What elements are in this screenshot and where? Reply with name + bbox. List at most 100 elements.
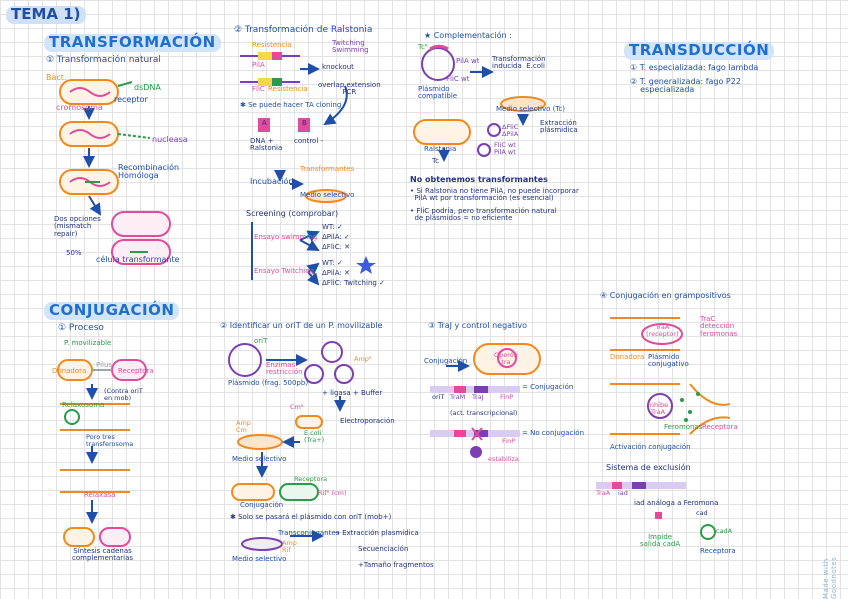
incubation-label: Incubación <box>250 177 294 186</box>
twitching-swimming-label: Twitching Swimming <box>332 39 369 55</box>
traj-label: TraJ <box>472 393 484 401</box>
ralstonia-label: Ralstonia <box>424 145 457 153</box>
transformation-natural-subtitle: ① Transformación natural <box>46 55 161 65</box>
relaxase-label: Relaxasa <box>84 491 116 499</box>
flic-label: FliC <box>252 85 265 93</box>
tra-operon-label: Operón tra <box>494 351 518 366</box>
tc-resistance-label: Tcᴿ <box>418 43 428 51</box>
twitching-wt: WT: ✓ <box>322 259 343 267</box>
only-orit-note: ✱ Solo se pasará el plásmido con oriT (m… <box>230 513 392 521</box>
ralstonia-title: ② Transformación de Ralstonia <box>234 25 373 35</box>
grampositive-title: ④ Conjugación en grampositivos <box>600 291 731 300</box>
twitching-flic: ΔFliC: Twitching ✓ <box>322 279 385 287</box>
conjugative-plasmid-label: Plásmido conjugativo <box>648 353 689 369</box>
cm-resistance-label: Cmᴿ <box>290 403 304 411</box>
receptor-gram-2-label: Receptora <box>700 547 736 555</box>
amp-cm-label: Amp Cm <box>236 419 251 434</box>
two-options-label: Dos opciones (mismatch repair) <box>54 215 101 238</box>
selective-medium-label: Medio selectivo <box>300 191 355 199</box>
dna-ralstonia-label: DNA + Ralstonia <box>250 137 283 153</box>
ta-cloning-note: ✱ Se puede hacer TA cloning <box>240 101 342 109</box>
restriction-enzymes-label: Enzimas restricción <box>266 361 303 377</box>
flic-wt-label: FliC wt <box>446 75 470 83</box>
selective-medium-tc-label: Medio selectivo (Tc) <box>496 105 566 113</box>
mobilizable-plasmid-label: P. movilizable <box>64 339 112 347</box>
finp-label: FinP <box>500 393 514 401</box>
swimming-flic: ΔFliC: ✕ <box>322 243 351 251</box>
pila-label: PilA <box>252 61 265 69</box>
amp-resistance-label: Ampᴿ <box>354 355 372 363</box>
orit-traj-label: oriT <box>432 393 445 401</box>
selective-medium-1-label: Medio selectivo <box>232 455 287 463</box>
transformants-label: Transformantes <box>300 165 355 173</box>
plasmid-extraction-2-label: → Extracción plasmídica <box>334 529 419 537</box>
receptor-strain-label: Receptora <box>294 475 328 483</box>
twitching-assay-label: Ensayo Twitching <box>254 267 315 275</box>
complementation-title: ★ Complementación : <box>424 31 512 40</box>
note-flic: • FliC podría, pero transformación natur… <box>410 207 557 223</box>
rif-resistance-label: Rifᴿ (cm) <box>318 489 347 497</box>
no-conjugation-label: = No conjugación <box>522 429 585 437</box>
iad-analog-label: iad análoga a Feromona <box>634 499 719 507</box>
orit-title: ② Identificar un oriT de un P. movilizab… <box>220 321 383 330</box>
plasmid-fragment-label: Plásmido (frag. 500pb) <box>228 379 309 387</box>
conjugation-label: Conjugación <box>240 501 284 509</box>
trac-label: TraC detección feromonas <box>700 315 738 338</box>
stabilizes-label: estabiliza <box>488 455 519 463</box>
swimming-assay-label: Ensayo swimming <box>254 233 318 241</box>
ralstonia-gene-construct <box>240 52 376 286</box>
conjugation-title: CONJUGACIÓN <box>44 302 180 320</box>
dflic-dpila-label: ΔFliC ΔPilA <box>502 123 519 138</box>
conjugation-traj-label: Conjugación <box>424 357 468 365</box>
transduction-title: TRANSDUCCIÓN <box>624 42 775 60</box>
donor-label: Donadora <box>52 367 87 375</box>
contra-orit-label: (Contra oriT en mob) <box>104 387 143 402</box>
electroporation-label: Electroporación <box>340 417 395 425</box>
synthesis-label: Síntesis cadenas complementarias <box>72 547 134 563</box>
conjugation-process-drawings <box>57 359 147 547</box>
cada-label: cadA <box>716 527 733 535</box>
prevents-cada-label: Impide salida cadA <box>640 533 681 549</box>
orit-drawings <box>228 341 354 551</box>
flic-pila-wt-label: FliC wt PilA wt <box>494 141 516 156</box>
receptor-label: receptor <box>114 95 148 104</box>
inhibits-traa-label: Inhibe TraA <box>648 401 669 416</box>
conjugation-yes-label: = Conjugación <box>522 383 574 391</box>
pheromones-label: Feromonas <box>664 423 703 431</box>
transduction-item-2: ② T. generalizada: fago P22 especializad… <box>630 77 741 95</box>
resistance-bottom-label: Resistencia <box>268 85 308 93</box>
ecoli-label: E.coli (Tra+) <box>304 429 325 444</box>
iad-label: iad <box>618 489 628 497</box>
knockout-label: knockout <box>322 63 354 71</box>
transformation-cells <box>59 79 171 265</box>
compatible-plasmid-label: Plásmido compatible <box>418 85 458 101</box>
pilus-label: Pilus <box>96 361 113 369</box>
donor-gram-label: Donadora <box>610 353 645 361</box>
traj-title: ③ TraJ y control negativo <box>428 321 528 330</box>
induced-transformation-label: Transformación inducida E.coli <box>492 55 546 71</box>
chromosome-label: cromosoma <box>56 103 103 112</box>
swimming-wt: WT: ✓ <box>322 223 343 231</box>
note-pila: • Si Ralstonia no tiene PilA, no puede i… <box>410 187 579 203</box>
receptor-cell-label: Receptora <box>118 367 154 375</box>
swimming-pila: ΔPilA: ✓ <box>322 233 350 241</box>
finp-2-label: FinP <box>502 437 516 445</box>
tc-arrow-label: Tc <box>432 157 439 165</box>
traa-receptor-label: TraA (receptor) <box>646 323 679 338</box>
plasmid-extraction-label: Extracción plásmidica <box>540 119 578 135</box>
transformant-cell-label: célula transformante <box>96 255 180 264</box>
transformation-title: TRANSFORMACIÓN <box>44 34 221 52</box>
traj-drawings <box>430 343 541 458</box>
control-label: control - <box>294 137 324 145</box>
cad-label: cad <box>696 509 708 517</box>
grampositive-drawings <box>596 317 731 540</box>
conjugation-activation-label: Activación conjugación <box>610 443 691 451</box>
exclusion-system-label: Sistema de exclusión <box>606 463 691 472</box>
tube-a-label: A <box>262 119 267 127</box>
pila-wt-label: PilA wt <box>456 57 480 65</box>
transduction-item-1: ① T. especializada: fago lambda <box>630 63 759 72</box>
complementation-drawings <box>413 44 546 162</box>
transconjugants-label: Transconjugantes <box>278 529 340 537</box>
tram-label: TraM <box>450 393 466 401</box>
